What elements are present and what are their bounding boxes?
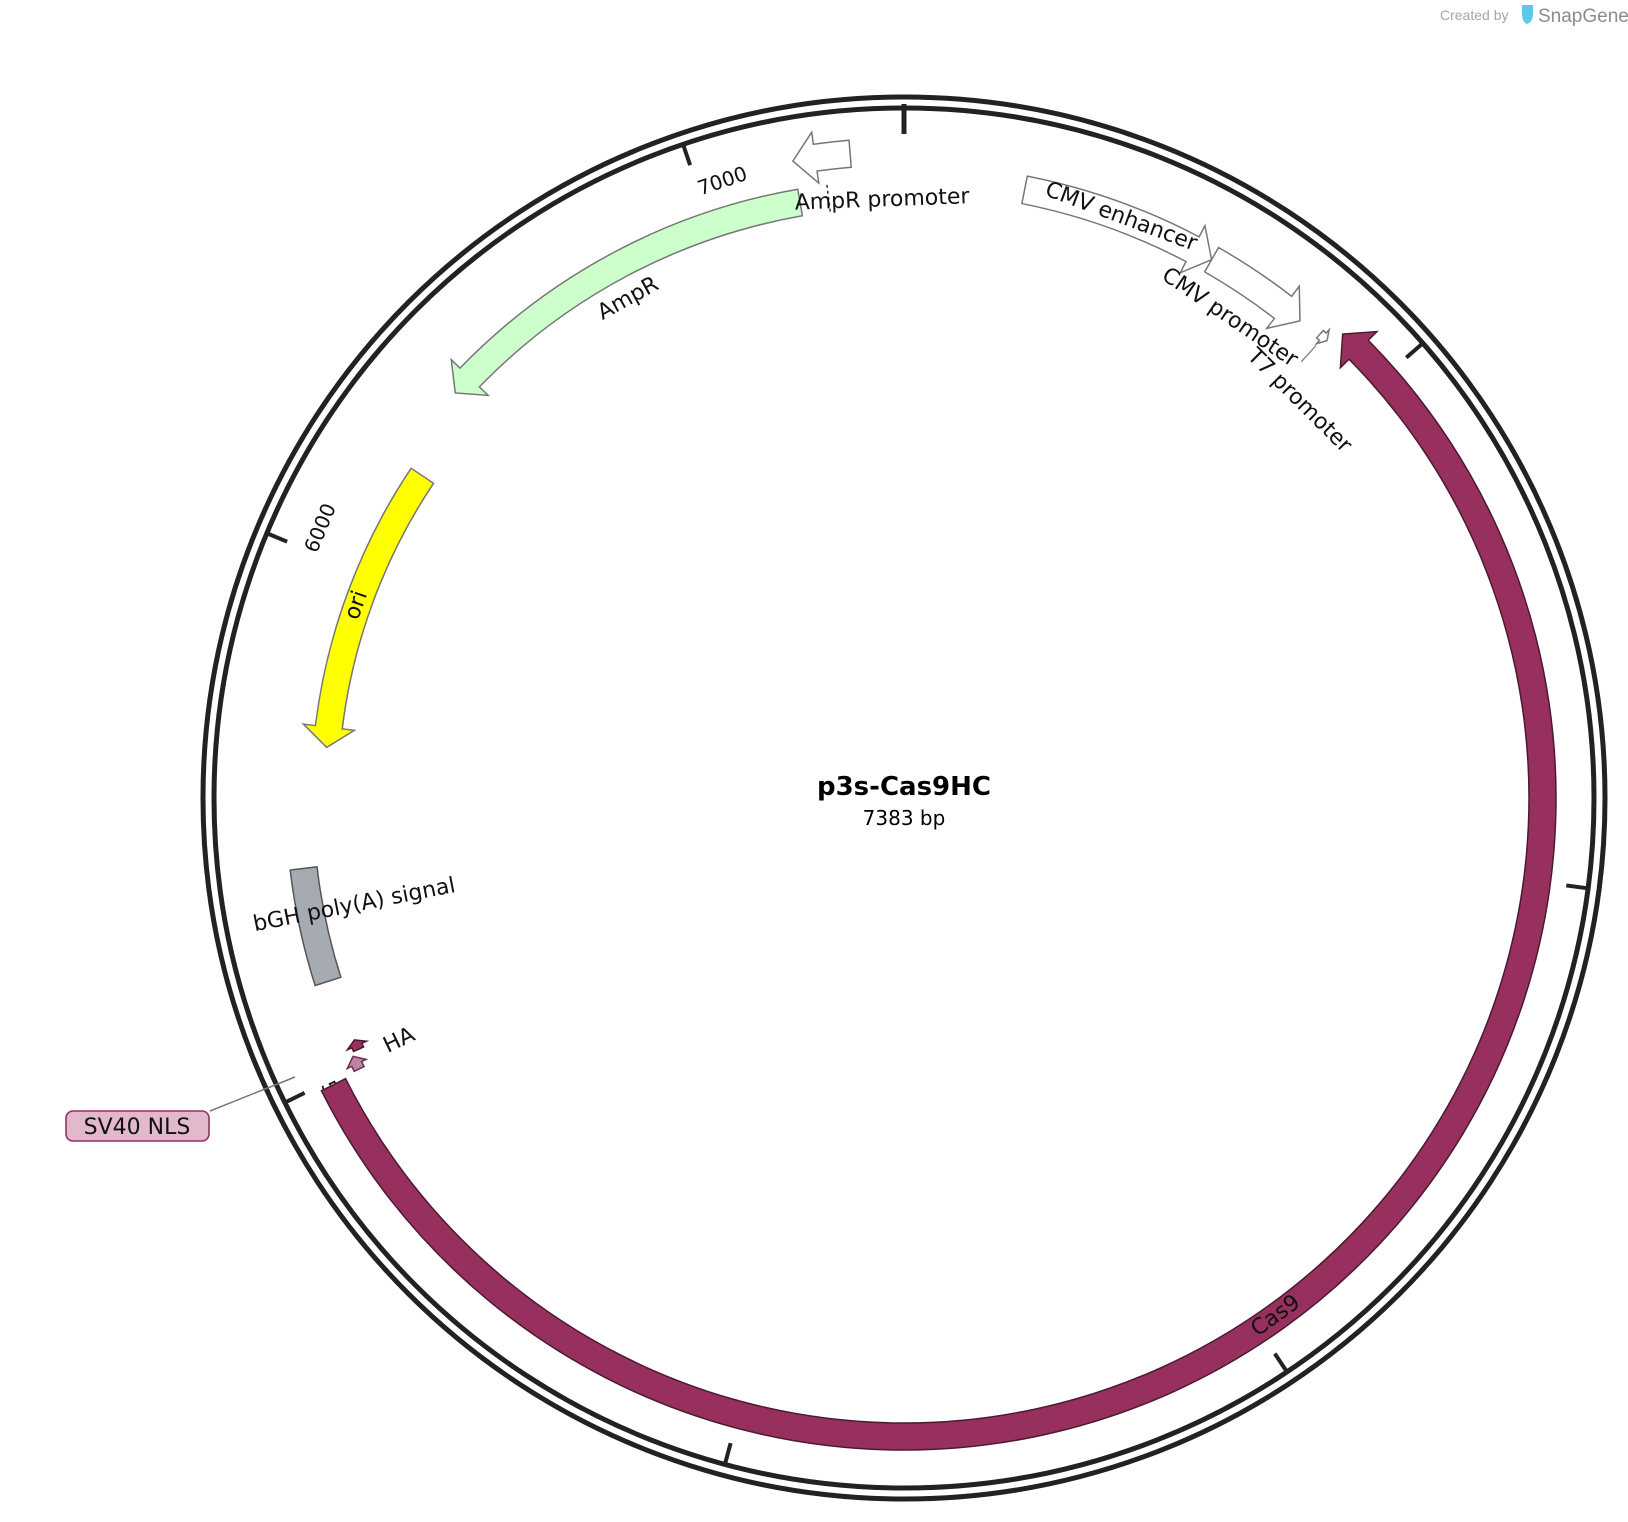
sv40-nls-callout-label: SV40 NLS bbox=[84, 1115, 191, 1140]
t7-promoter-leader bbox=[1300, 345, 1317, 363]
ampr-promoter-feature[interactable] bbox=[791, 130, 853, 185]
ampr-promoter-label: AmpR promoter bbox=[794, 184, 971, 215]
tick-4000 bbox=[723, 1442, 733, 1463]
ha-label: HA bbox=[380, 1022, 419, 1058]
ha-feature[interactable] bbox=[345, 1055, 369, 1073]
sv40-nls-leader-line bbox=[209, 1076, 296, 1112]
credit-prefix: Created by bbox=[1440, 7, 1508, 23]
tick-2000 bbox=[1565, 883, 1587, 891]
ampr-promoter-junction bbox=[826, 184, 832, 212]
tick-7000 bbox=[681, 145, 692, 166]
bgh-polya-feature[interactable] bbox=[289, 866, 342, 987]
tick-label-6000: 6000 bbox=[299, 500, 341, 556]
snapgene-logo-icon bbox=[1522, 5, 1533, 24]
tick-3000 bbox=[1273, 1352, 1288, 1372]
tick-6000 bbox=[267, 532, 288, 544]
plasmid-length: 7383 bp bbox=[863, 806, 946, 830]
bgh-polya-label: bGH poly(A) signal bbox=[251, 873, 457, 937]
plasmid-name: p3s-Cas9HC bbox=[817, 772, 991, 802]
tick-1000 bbox=[1404, 342, 1423, 360]
t7-promoter-label: T7 promoter bbox=[1241, 343, 1357, 458]
ori-feature[interactable] bbox=[301, 467, 435, 749]
backbone-outer-ring bbox=[200, 94, 1608, 1502]
ampr-feature[interactable] bbox=[450, 188, 804, 397]
cmv-promoter-feature[interactable] bbox=[1203, 246, 1301, 330]
snapgene-credit[interactable]: Created by SnapGene bbox=[1440, 5, 1628, 27]
tick-5000 bbox=[285, 1091, 306, 1104]
tick-label-7000: 7000 bbox=[694, 161, 750, 200]
sv40-nls-callout[interactable]: SV40 NLS bbox=[65, 1076, 296, 1142]
cmv-enhancer-label: CMV enhancer bbox=[1042, 177, 1201, 257]
sv40-nls-feature[interactable] bbox=[345, 1039, 370, 1053]
cas9-feature[interactable] bbox=[320, 330, 1557, 1451]
features-layer bbox=[289, 130, 1557, 1451]
t7-promoter-feature[interactable] bbox=[1314, 327, 1331, 346]
cmv-enhancer-feature[interactable] bbox=[1020, 175, 1213, 275]
sv40-nls-callout-box bbox=[65, 1110, 210, 1142]
credit-brand: SnapGene bbox=[1538, 6, 1628, 27]
